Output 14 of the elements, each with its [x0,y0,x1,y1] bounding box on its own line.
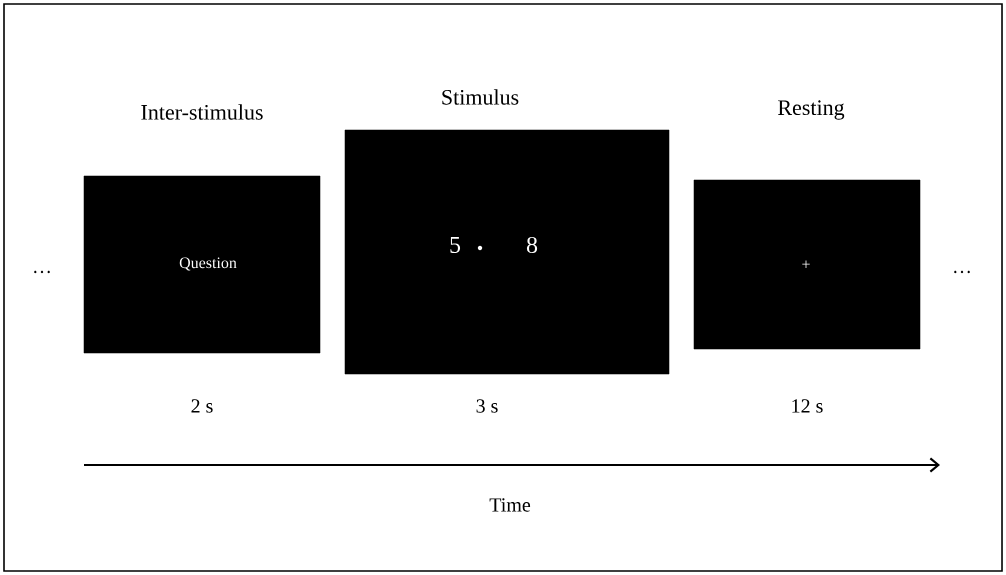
heading: Inter-stimulus [141,104,263,120]
screen-box: + [693,179,921,350]
duration-label: 3 s [476,399,498,413]
axis-label: Time [489,498,531,512]
duration-label: 2 s [191,399,213,413]
ellipsis: … [954,270,970,274]
ellipsis: … [34,270,50,274]
heading: Stimulus [442,89,519,105]
screen-box: Question [83,175,321,354]
duration-label: 12 s [792,399,823,413]
screen-box: 5 8 [344,129,670,375]
heading: Resting [778,100,845,120]
node-label: 5 [450,237,461,253]
node-label: 8 [526,236,538,254]
